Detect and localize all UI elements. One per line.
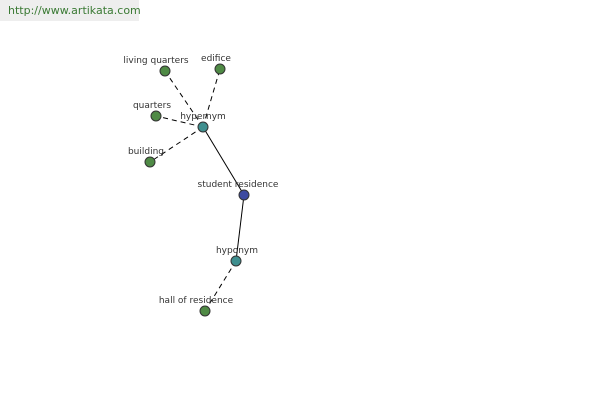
node-hall-of-residence[interactable] — [199, 305, 211, 317]
nodes-layer — [144, 63, 250, 317]
node-edifice[interactable] — [214, 63, 226, 75]
node-label-quarters[interactable]: quarters — [133, 101, 171, 111]
edge-hyponym-hall-of-residence — [204, 260, 237, 312]
node-student-residence[interactable] — [238, 189, 250, 201]
edge-hypernym-student-residence — [202, 126, 245, 196]
node-label-hypernym[interactable]: hypernym — [180, 112, 226, 122]
node-label-hall-of-residence[interactable]: hall of residence — [159, 296, 234, 306]
edge-student-residence-hyponym — [235, 194, 245, 262]
node-hyponym[interactable] — [230, 255, 242, 267]
edges-layer — [149, 68, 245, 312]
edge-hypernym-building — [149, 126, 204, 163]
edge-hypernym-living-quarters — [164, 70, 204, 128]
node-hypernym[interactable] — [197, 121, 209, 133]
node-label-edifice[interactable]: edifice — [201, 54, 231, 64]
node-label-hyponym[interactable]: hyponym — [216, 246, 258, 256]
edge-hypernym-quarters — [155, 115, 204, 128]
node-living-quarters[interactable] — [159, 65, 171, 77]
node-quarters[interactable] — [150, 110, 162, 122]
edge-hypernym-edifice — [202, 68, 221, 128]
labels-layer: living quarters edifice quarters hypernym bu… — [123, 54, 279, 306]
node-label-student-residence[interactable]: student residence — [198, 180, 279, 190]
node-label-living-quarters[interactable]: living quarters — [123, 56, 189, 66]
node-label-building[interactable]: building — [128, 147, 164, 157]
source-url-link[interactable]: http://www.artikata.com — [0, 0, 141, 21]
node-building[interactable] — [144, 156, 156, 168]
